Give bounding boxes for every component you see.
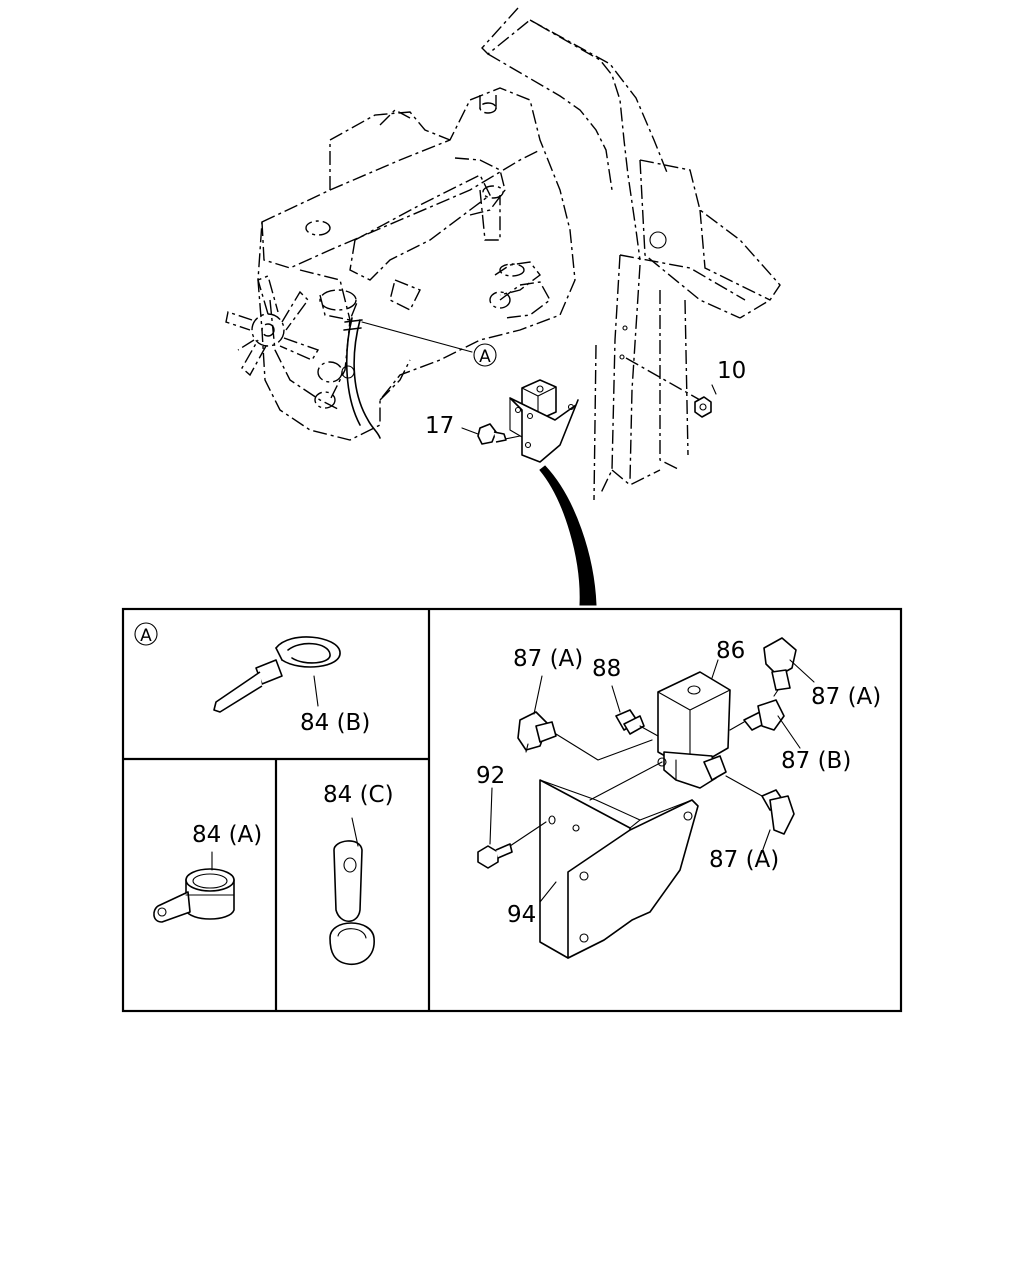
svg-text:88: 88 (592, 656, 621, 682)
solenoid-valve-86: 86 (657, 638, 745, 789)
fitting-87a-right: 87 (A) (763, 637, 881, 710)
engine-block (257, 87, 576, 441)
cable-tie-84b: 84 (B) (213, 636, 370, 736)
detail-leader-arrow (539, 465, 597, 606)
svg-text:10: 10 (717, 358, 746, 384)
svg-text:A: A (140, 626, 152, 646)
svg-text:A: A (479, 347, 491, 367)
clip-84c: 84 (C) (323, 782, 394, 966)
ref-a-panel: A (134, 622, 158, 646)
bracket-94: 94 (507, 761, 699, 959)
fitting-87a-left: 87 (A) (513, 646, 653, 761)
engine-fan (225, 275, 343, 409)
fitting-87b: 87 (B) (729, 699, 851, 774)
svg-text:84 (B): 84 (B) (300, 710, 370, 736)
clip-84a: 84 (A) (153, 822, 262, 923)
fitting-87a-lower: 87 (A) (709, 775, 795, 873)
detail-panels (121, 607, 903, 1013)
svg-text:84 (A): 84 (A) (192, 822, 262, 848)
svg-text:94: 94 (507, 902, 536, 928)
svg-text:92: 92 (476, 763, 505, 789)
bolt-17: 17 (425, 413, 507, 445)
svg-text:84 (C): 84 (C) (323, 782, 394, 808)
svg-text:17: 17 (425, 413, 454, 439)
svg-text:86: 86 (716, 638, 745, 664)
ref-a-engine: A (473, 343, 497, 367)
svg-text:87 (A): 87 (A) (513, 646, 583, 672)
nut-10: 10 (694, 358, 746, 418)
svg-text:87 (A): 87 (A) (811, 684, 881, 710)
engine-harness (341, 317, 473, 439)
bolt-92: 92 (476, 763, 513, 869)
svg-text:87 (A): 87 (A) (709, 847, 779, 873)
frame-rail (481, 7, 781, 501)
svg-text:87 (B): 87 (B) (781, 748, 851, 774)
bracket-assembly-small (499, 379, 579, 463)
fitting-88: 88 (592, 656, 659, 737)
